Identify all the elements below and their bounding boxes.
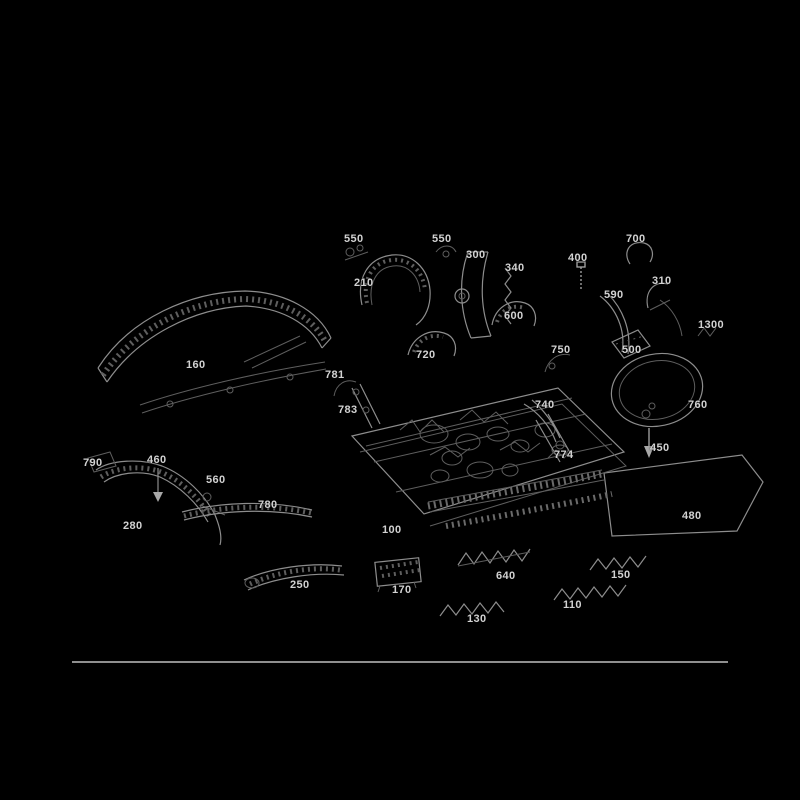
part-label: 700 (626, 233, 646, 245)
assembly-trim-ring (610, 352, 704, 428)
part-label: 130 (467, 613, 487, 625)
part-label: 110 (563, 599, 582, 611)
part-label: 460 (147, 454, 167, 466)
assembly-seat-pan (603, 454, 764, 537)
bolt-icon (576, 261, 586, 290)
assembly-left-upper-trim (97, 290, 332, 414)
part-label: 790 (83, 457, 103, 469)
arrow-down-450 (641, 402, 656, 458)
part-label: 300 (466, 249, 486, 261)
assembly-right-fittings (544, 241, 717, 373)
part-label: 160 (186, 359, 206, 371)
part-label: 340 (505, 262, 525, 274)
part-label: 480 (682, 510, 702, 522)
assembly-left-lower-trim (87, 451, 313, 546)
footer-divider-line (72, 661, 728, 663)
part-label: 760 (688, 399, 708, 411)
part-label: 310 (652, 275, 672, 287)
part-label: 740 (535, 399, 555, 411)
part-label: 500 (622, 344, 642, 356)
part-label: 560 (206, 474, 226, 486)
assembly-springs (243, 548, 647, 617)
assembly-seat-frame (333, 380, 627, 529)
part-label: 781 (325, 369, 345, 381)
part-label: 550 (432, 233, 452, 245)
part-label: 100 (382, 524, 402, 536)
part-label: 590 (604, 289, 624, 301)
part-label: 600 (504, 310, 524, 322)
part-label: 210 (354, 277, 374, 289)
part-label: 280 (123, 520, 143, 532)
assembly-backrest-center (407, 251, 537, 357)
part-label: 640 (496, 570, 516, 582)
assembly-backrest-panel (344, 244, 457, 326)
part-label: 400 (568, 252, 588, 264)
part-label: 720 (416, 349, 436, 361)
part-label: 250 (290, 579, 310, 591)
part-label: 750 (551, 344, 571, 356)
part-label: 170 (392, 584, 412, 596)
part-label: 450 (650, 442, 670, 454)
part-label: 550 (344, 233, 364, 245)
part-label: 783 (338, 404, 358, 416)
part-label: 780 (258, 499, 278, 511)
part-label: 150 (611, 569, 631, 581)
part-label: 774 (554, 449, 574, 461)
part-label: 1300 (698, 319, 725, 331)
